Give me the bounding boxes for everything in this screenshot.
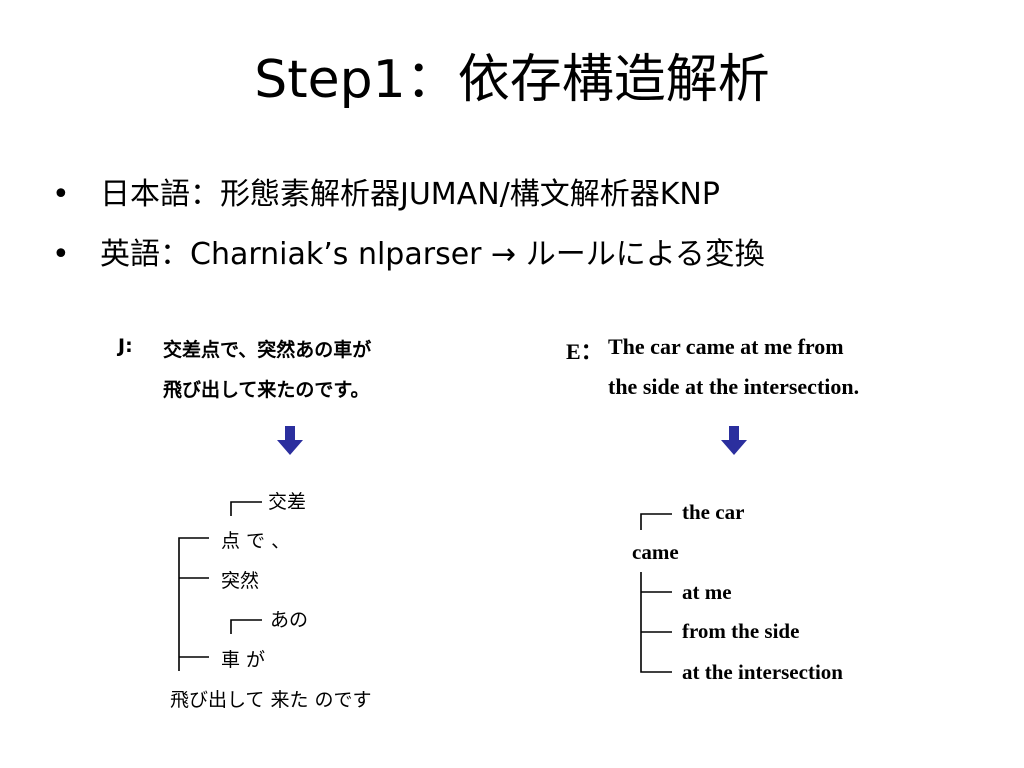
slide-title: Step1：依存構造解析 bbox=[254, 50, 770, 110]
tree-node-ten-de: 点 で 、 bbox=[221, 530, 291, 552]
tree-branch-main-en bbox=[640, 572, 672, 673]
tree-node-ano: あの bbox=[270, 609, 309, 631]
tree-branch-kousa bbox=[230, 501, 262, 516]
bullet-item: • bbox=[52, 175, 70, 215]
japanese-sentence-line1: 交差点で、突然あの車が bbox=[163, 339, 372, 361]
tree-node-at-me: at me bbox=[682, 580, 732, 604]
tree-node-totsuzen: 突然 bbox=[221, 570, 260, 592]
bullet-text-english-tools: 英語：Charniak’s nlparser → ルールによる変換 bbox=[100, 237, 765, 272]
down-arrow-icon bbox=[277, 426, 303, 455]
english-sentence-line2: the side at the intersection. bbox=[608, 374, 860, 399]
tree-node-kousa: 交差 bbox=[268, 491, 307, 513]
tree-root-japanese: 飛び出して 来た のです bbox=[170, 689, 372, 711]
tree-root-english: came bbox=[632, 540, 679, 564]
tree-branch-ano bbox=[230, 619, 262, 634]
tree-node-the-car: the car bbox=[682, 500, 745, 524]
tree-branch-main bbox=[178, 537, 209, 671]
english-sentence-line1: The car came at me from bbox=[608, 334, 844, 359]
bullet-dot: • bbox=[52, 237, 70, 272]
bullet-dot: • bbox=[52, 177, 70, 212]
japanese-label: J: bbox=[118, 335, 133, 357]
bullet-item: • bbox=[52, 235, 70, 275]
down-arrow-icon bbox=[721, 426, 747, 455]
tree-node-at-the-intersection: at the intersection bbox=[682, 660, 843, 684]
tree-branch-the-car bbox=[640, 513, 672, 530]
tree-node-from-the-side: from the side bbox=[682, 619, 800, 643]
japanese-sentence-line2: 飛び出して来たのです。 bbox=[163, 379, 370, 401]
bullet-text-japanese-tools: 日本語：形態素解析器JUMAN/構文解析器KNP bbox=[100, 177, 720, 212]
tree-node-kuruma-ga: 車 が bbox=[221, 649, 266, 671]
english-label: E： bbox=[566, 339, 603, 364]
